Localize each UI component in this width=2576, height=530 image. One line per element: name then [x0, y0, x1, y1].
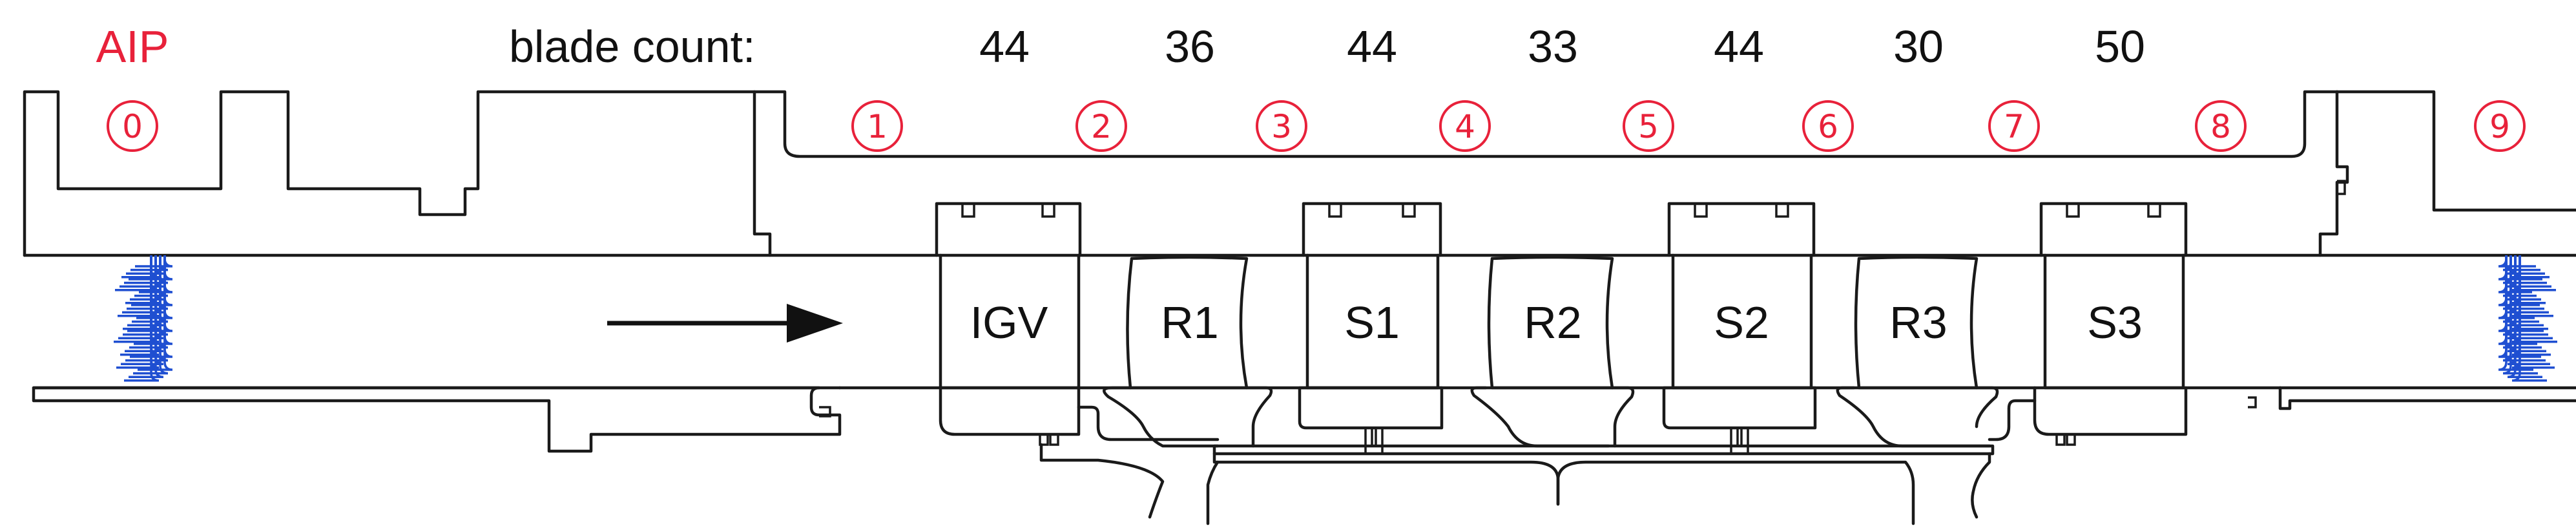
- rake-probe-tube: [129, 255, 164, 378]
- station-circle: [1256, 100, 1307, 152]
- station-marker: 6: [1802, 100, 1854, 152]
- rotor-drum: [1039, 443, 1995, 525]
- blade-count-value: 44: [1347, 21, 1397, 72]
- blade-r2: [1470, 255, 1635, 448]
- rake-probe-tube: [2502, 255, 2538, 375]
- aip-rake: [114, 255, 173, 382]
- blade-rows: [939, 253, 2188, 448]
- station-marker: 2: [1075, 100, 1127, 152]
- rake-probe-tube: [2511, 255, 2547, 382]
- station-circle: [2195, 100, 2247, 152]
- rake-probe-tube: [130, 255, 169, 271]
- rake-probe-tube: [2498, 255, 2533, 371]
- blade-count-value: 50: [2095, 21, 2145, 72]
- blade-row-label: S1: [1344, 297, 1400, 348]
- station-number: 2: [1091, 108, 1112, 145]
- station-marker: 1: [851, 100, 903, 152]
- rake-probe-tube: [135, 255, 173, 268]
- blade-r3: [1836, 255, 1999, 448]
- station-number: 6: [1818, 108, 1838, 145]
- station-marker: 8: [2195, 100, 2247, 152]
- outer-casing: [23, 90, 2576, 257]
- blade-row-label: S2: [1714, 297, 1769, 348]
- blade-r1: [1103, 255, 1273, 448]
- shroud-s3: [2039, 202, 2188, 257]
- blade-count-value: 33: [1528, 21, 1578, 72]
- blade-count-value: 44: [979, 21, 1030, 72]
- shroud-s2: [1667, 202, 1816, 257]
- aip-label: AIP: [96, 21, 169, 72]
- blade-row-label: R3: [1889, 297, 1947, 348]
- station-circle: [851, 100, 903, 152]
- rake-probe-tube: [138, 255, 173, 371]
- station-circle: [2474, 100, 2526, 152]
- station-number: 5: [1638, 108, 1659, 145]
- station-number: 0: [122, 108, 143, 145]
- blade-labels: IGV R1 S1 R2 S2 R3 S3: [970, 297, 2143, 348]
- blade-count-label: blade count:: [509, 21, 755, 72]
- station-number: 1: [867, 108, 888, 145]
- station-number: 8: [2210, 108, 2231, 145]
- station-marker: 5: [1623, 100, 1674, 152]
- shroud-s1: [1302, 202, 1442, 257]
- rake-probe-tube: [124, 255, 160, 382]
- rake-probe-tube: [2498, 255, 2536, 268]
- station-circle: [1623, 100, 1674, 152]
- station-markers: 0 1 2 3 4 5 6 7 8 9: [107, 100, 2526, 152]
- blade-s2: [1662, 253, 1817, 447]
- blade-row-label: IGV: [970, 297, 1048, 348]
- blade-s1: [1298, 253, 1444, 447]
- rake-probe-tube: [2507, 255, 2542, 378]
- exit-rake: [2498, 255, 2557, 382]
- blade-igv: [939, 253, 1220, 446]
- arrow-right-icon: [607, 304, 843, 343]
- station-number: 9: [2489, 108, 2510, 145]
- station-number: 4: [1455, 108, 1475, 145]
- station-number: 7: [2004, 108, 2024, 145]
- blade-row-label: R2: [1524, 297, 1581, 348]
- blade-count-value: 36: [1165, 21, 1215, 72]
- station-circle: [1988, 100, 2040, 152]
- station-number: 3: [1271, 108, 1292, 145]
- blade-count-value: 30: [1893, 21, 1944, 72]
- stator-shrouds: [935, 202, 2188, 257]
- blade-count-header: blade count:: [509, 21, 755, 72]
- blade-counts: 44 36 44 33 44 30 50: [979, 21, 2145, 72]
- rake-probe-tube: [133, 255, 169, 375]
- station-circle: [1802, 100, 1854, 152]
- blade-s3: [1988, 253, 2188, 446]
- blade-row-label: S3: [2087, 297, 2143, 348]
- station-marker: 7: [1988, 100, 2040, 152]
- station-circle: [1439, 100, 1491, 152]
- station-marker: 0: [107, 100, 158, 152]
- hub-structure: [32, 386, 2576, 453]
- station-marker: 3: [1256, 100, 1307, 152]
- station-marker: 4: [1439, 100, 1491, 152]
- station-circle: [1075, 100, 1127, 152]
- blade-count-value: 44: [1714, 21, 1764, 72]
- shroud-igv: [935, 202, 1082, 257]
- rake-probe-tube: [2502, 255, 2540, 271]
- station-circle: [107, 100, 158, 152]
- station-marker: 9: [2474, 100, 2526, 152]
- blade-row-label: R1: [1161, 297, 1218, 348]
